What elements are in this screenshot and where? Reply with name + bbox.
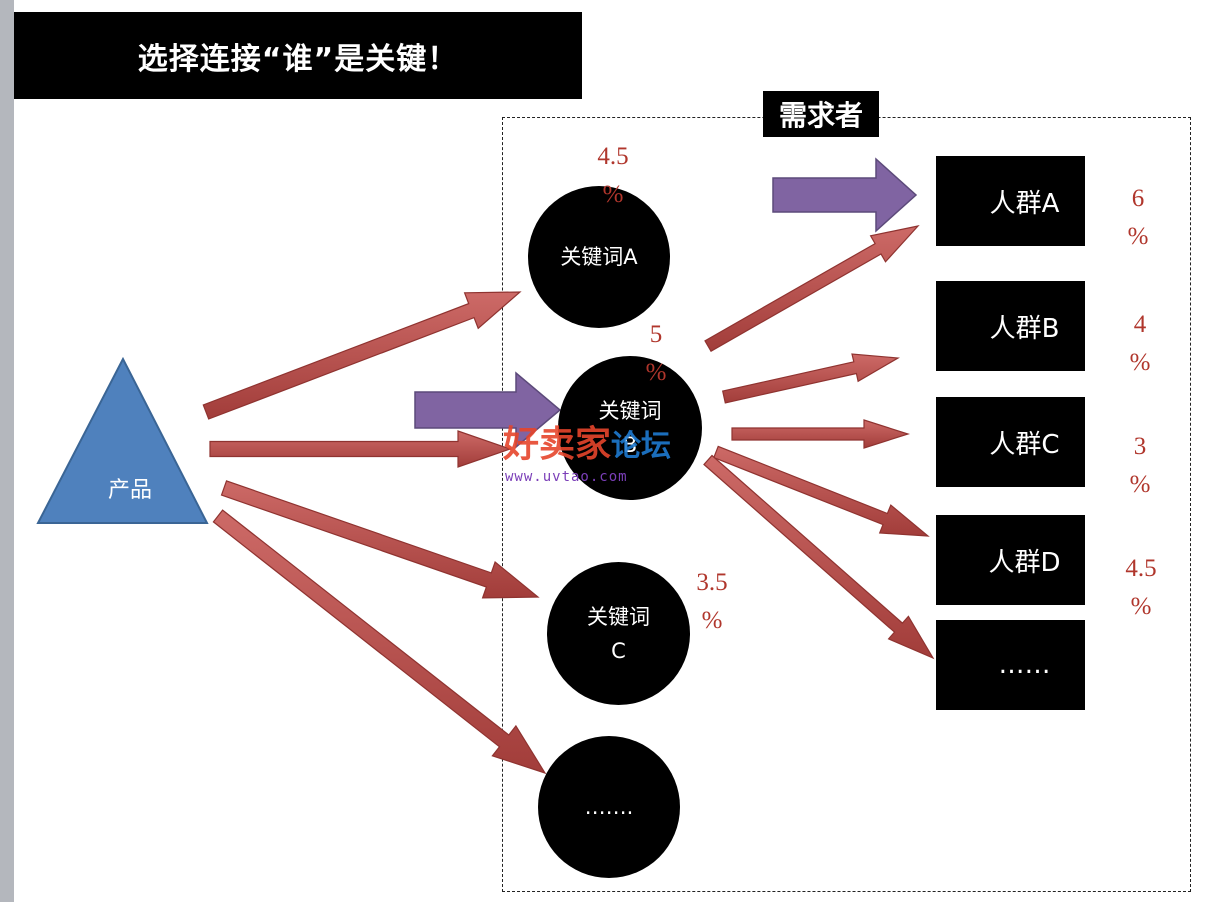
keyword-a-percent-value: 4.5: [597, 143, 629, 170]
keyword-c-percent-value: 3.5: [696, 569, 728, 596]
keyword-b-percent: 5 %: [634, 316, 678, 392]
arrow-kw-b-to-crowd-b: [721, 353, 900, 404]
crowd-b-box: 人群B: [936, 281, 1085, 371]
crowd-a-percent-value: 6: [1131, 185, 1145, 212]
keyword-more-label: …….: [584, 795, 634, 819]
crowd-a-percent-sign: %: [1127, 223, 1149, 250]
crowd-b-label: 人群B: [989, 313, 1060, 344]
keyword-c-percent: 3.5 %: [684, 564, 740, 640]
keyword-b-circle: 关键词 B: [558, 356, 702, 500]
arrow-kw-b-to-crowd-a: [704, 225, 920, 353]
arrow-product-to-kw-a: [202, 291, 522, 420]
keyword-more-circle: …….: [538, 736, 680, 878]
left-edge-bar: [0, 0, 14, 902]
group-label-text: 需求者: [778, 99, 863, 132]
crowd-d-label: 人群D: [988, 547, 1061, 578]
watermark-url: www.uvtao.com: [505, 469, 628, 485]
watermark-brand: 好卖家: [503, 424, 612, 465]
red-arrows-group: [202, 225, 935, 775]
keyword-c-label-line2: C: [611, 638, 626, 663]
crowd-b-percent-value: 4: [1133, 311, 1147, 338]
keyword-b-label-line1: 关键词: [598, 399, 662, 423]
crowd-d-percent-sign: %: [1130, 593, 1152, 620]
crowd-more-box: ……: [936, 620, 1085, 710]
crowd-b-percent: 4 %: [1120, 306, 1160, 382]
keyword-a-percent: 4.5 %: [585, 138, 641, 214]
arrow-product-to-kw-b: [209, 430, 512, 468]
purple-arrow-highlight-kw-b: [414, 371, 562, 449]
forum-watermark: 好卖家论坛: [503, 415, 671, 467]
crowd-a-box: 人群A: [936, 156, 1085, 246]
crowd-c-percent-value: 3: [1133, 433, 1147, 460]
product-label: 产品: [107, 478, 152, 503]
crowd-d-percent-value: 4.5: [1125, 555, 1157, 582]
crowd-c-percent: 3 %: [1120, 428, 1160, 504]
arrow-kw-b-to-crowd-c: [731, 419, 910, 449]
purple-arrow-highlight-crowd-a: [772, 157, 918, 233]
keyword-a-circle: 关键词A: [528, 186, 670, 328]
keyword-c-label-line1: 关键词: [587, 604, 650, 629]
arrow-product-to-kw-more: [212, 509, 547, 775]
keyword-a-label: 关键词A: [560, 245, 638, 269]
crowd-b-percent-sign: %: [1129, 349, 1151, 376]
arrow-product-to-kw-c: [220, 480, 540, 599]
crowd-more-label: ……: [998, 650, 1051, 680]
keyword-c-percent-sign: %: [701, 607, 723, 634]
crowd-d-box: 人群D: [936, 515, 1085, 605]
slide-title-text: 选择连接“谁”是关键！: [137, 41, 459, 77]
arrow-kw-b-to-crowd-more: [703, 454, 935, 660]
crowd-d-percent: 4.5 %: [1116, 550, 1166, 626]
keyword-c-circle: 关键词 C: [547, 562, 690, 705]
crowd-c-percent-sign: %: [1129, 471, 1151, 498]
slide-title: 选择连接“谁”是关键！: [14, 12, 582, 99]
crowd-a-label: 人群A: [989, 188, 1060, 219]
purple-arrows-group: [414, 157, 918, 449]
keyword-a-percent-sign: %: [602, 181, 624, 208]
crowd-c-label: 人群C: [989, 429, 1060, 460]
keyword-b-label-line2: B: [622, 433, 638, 457]
crowd-c-box: 人群C: [936, 397, 1085, 487]
watermark-tail: 论坛: [611, 429, 672, 464]
keyword-b-percent-value: 5: [649, 321, 663, 348]
group-label: 需求者: [763, 91, 879, 137]
crowd-a-percent: 6 %: [1118, 180, 1158, 256]
product-triangle: [36, 356, 209, 524]
arrow-kw-b-to-crowd-d: [713, 445, 930, 537]
keyword-b-percent-sign: %: [645, 359, 667, 386]
